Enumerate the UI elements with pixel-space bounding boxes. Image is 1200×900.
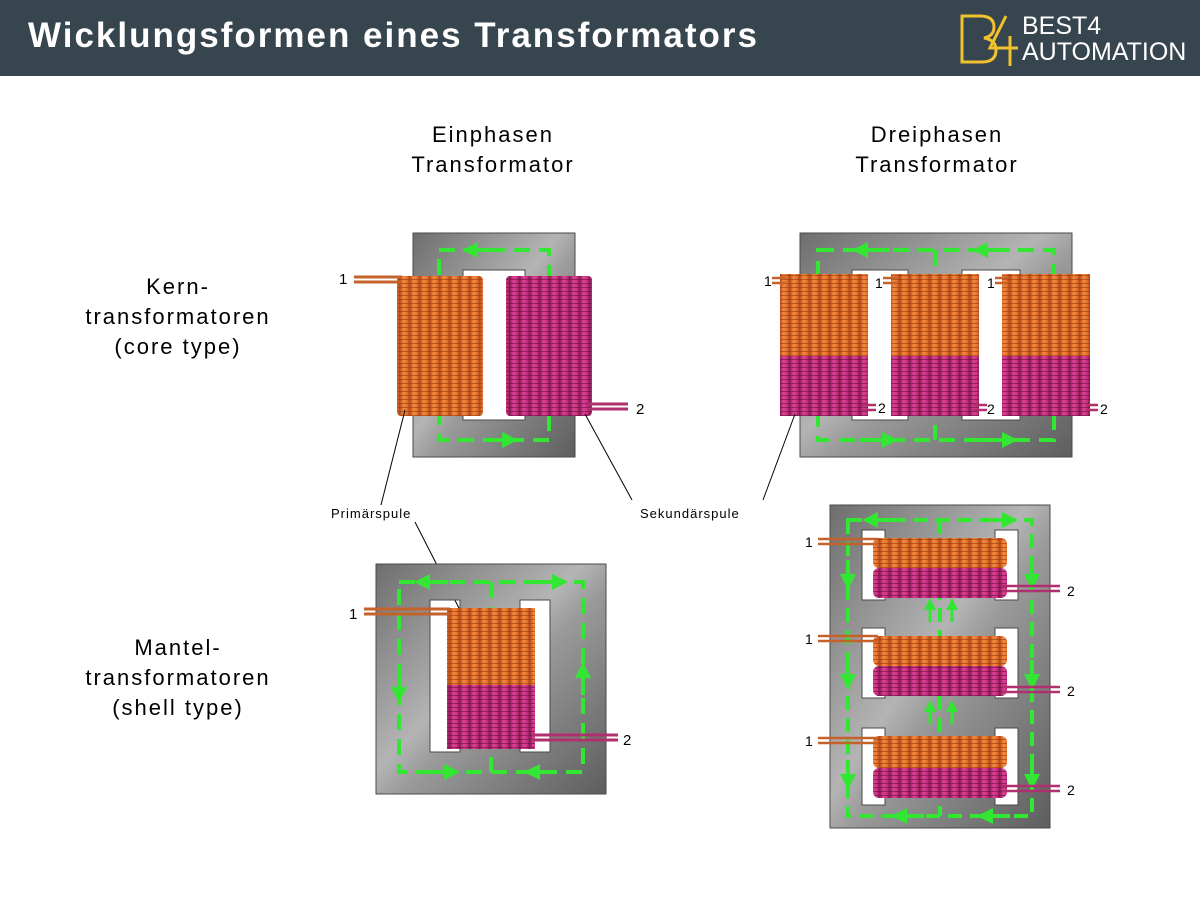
terminal-label-2: 2: [878, 400, 886, 416]
three-phase-core-transformer: 1 1 1 2 2 2: [764, 232, 1108, 458]
column-heading-line: Transformator: [411, 152, 575, 177]
primary-coil: [891, 274, 979, 356]
terminal-label-2: 2: [1067, 583, 1075, 599]
primary-coil: [873, 736, 1007, 768]
column-heading-single-phase: Einphasen Transformator: [343, 120, 643, 180]
row-heading-core-type: Kern- transformatoren (core type): [28, 272, 328, 362]
primary-coil: [397, 276, 483, 416]
terminal-label-2: 2: [1067, 782, 1075, 798]
secondary-coil: [1002, 356, 1090, 416]
primary-leads: [772, 276, 1008, 285]
header-bar: Wicklungsformen eines Transformators BES…: [0, 0, 1200, 76]
terminal-label-1: 1: [805, 534, 813, 550]
secondary-leads: [862, 403, 1098, 412]
secondary-lead: [532, 733, 618, 742]
leader-line: [762, 413, 796, 501]
page-title: Wicklungsformen eines Transformators: [28, 16, 760, 55]
terminal-label-2: 2: [636, 401, 644, 418]
terminal-label-1: 1: [349, 606, 357, 623]
row-heading-shell-type: Mantel- transformatoren (shell type): [28, 633, 328, 723]
primary-coil: [780, 274, 868, 356]
terminal-label-1: 1: [339, 271, 347, 288]
terminal-label-2: 2: [623, 732, 631, 749]
b4-logo-icon: [960, 14, 1018, 66]
secondary-lead: [588, 402, 628, 411]
single-phase-core-transformer: 1 2: [339, 232, 644, 458]
primary-coil: [1002, 274, 1090, 356]
primary-coil: [873, 538, 1007, 568]
secondary-coil: [873, 568, 1007, 598]
column-heading-line: Dreiphasen: [870, 122, 1004, 147]
secondary-coil: [506, 276, 592, 416]
primary-lead: [364, 607, 450, 616]
secondary-coil: [891, 356, 979, 416]
terminal-label-2: 2: [1067, 683, 1075, 699]
column-heading-three-phase: Dreiphasen Transformator: [787, 120, 1087, 180]
terminal-label-1: 1: [805, 631, 813, 647]
secondary-coil: [447, 685, 535, 749]
terminal-label-1: 1: [764, 273, 772, 289]
column-heading-line: Einphasen: [432, 122, 554, 147]
primary-coil-label: Primärspule: [331, 506, 411, 521]
terminal-label-2: 2: [1100, 401, 1108, 417]
row-heading-line: transformatoren: [85, 665, 271, 690]
row-heading-line: Kern-: [146, 274, 210, 299]
leader-line: [380, 409, 406, 506]
primary-lead: [354, 275, 402, 284]
logo-line-2: AUTOMATION: [1022, 38, 1187, 66]
three-phase-shell-transformer: 1 1 1 2 2 2: [805, 504, 1075, 829]
single-phase-shell-transformer: 1 2: [349, 563, 631, 795]
logo-line-1: BEST4: [1022, 12, 1102, 40]
secondary-coil-label: Sekundärspule: [640, 506, 740, 521]
secondary-coil: [780, 356, 868, 416]
row-heading-line: Mantel-: [134, 635, 222, 660]
secondary-coil: [873, 666, 1007, 696]
row-heading-line: transformatoren: [85, 304, 271, 329]
company-logo: BEST4 AUTOMATION: [956, 12, 1192, 66]
row-heading-line: (core type): [114, 334, 242, 359]
terminal-label-1: 1: [987, 275, 995, 291]
row-heading-line: (shell type): [112, 695, 244, 720]
primary-coil: [873, 636, 1007, 666]
primary-coil: [447, 608, 535, 685]
leader-line: [584, 413, 633, 501]
primary-leads: [818, 537, 878, 745]
terminal-label-1: 1: [805, 733, 813, 749]
terminal-label-2: 2: [987, 401, 995, 417]
secondary-coil: [873, 768, 1007, 798]
column-heading-line: Transformator: [855, 152, 1019, 177]
callouts: Primärspule Sekundärspule: [331, 409, 796, 617]
terminal-label-1: 1: [875, 275, 883, 291]
secondary-leads: [1002, 584, 1060, 793]
